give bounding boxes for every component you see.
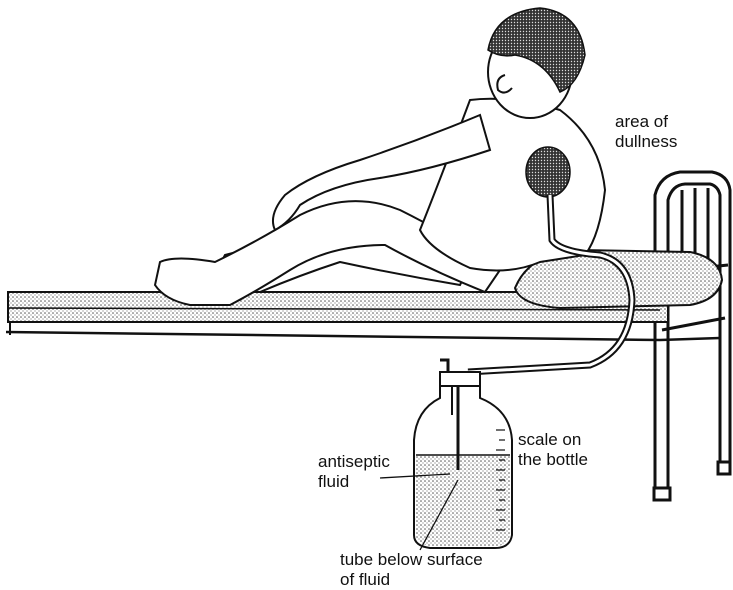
bed-frame xyxy=(654,172,730,500)
label-tube-below-surface: tube below surface of fluid xyxy=(340,550,483,590)
label-antiseptic-fluid: antiseptic fluid xyxy=(318,452,390,492)
dullness-area xyxy=(526,147,570,197)
drainage-bottle xyxy=(414,360,512,548)
label-area-of-dullness: area of dullness xyxy=(615,112,677,152)
label-scale-on-bottle: scale on the bottle xyxy=(518,430,588,470)
